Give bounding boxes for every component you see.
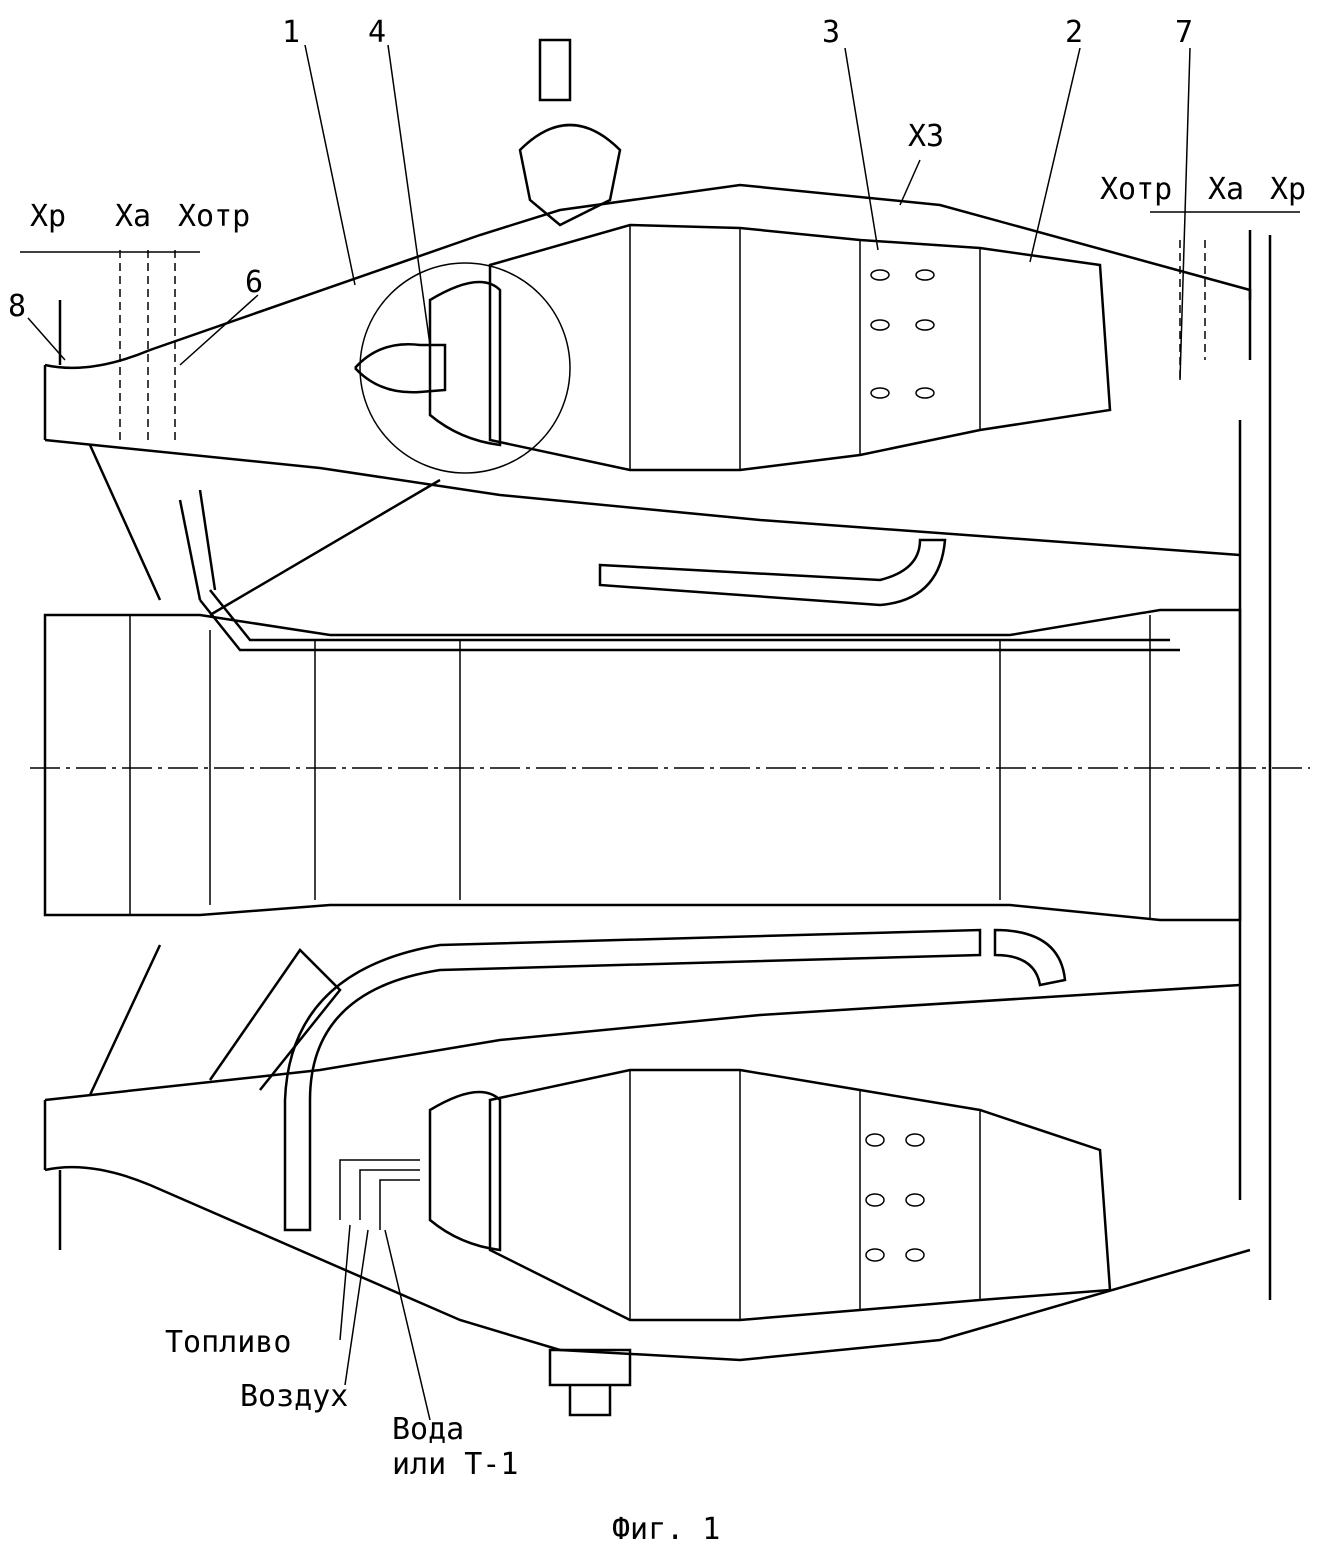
section-right-xotr: Хотр [1100,172,1173,207]
air-label: Воздух [240,1379,349,1414]
zone-label-x3: X3 [908,119,945,154]
part-number-3: 3 [822,15,841,50]
section-right-xp: Хр [1270,172,1307,207]
part-number-1: 1 [282,15,301,50]
inner-casing [43,608,1242,922]
part-number-6: 6 [245,265,264,300]
lower-fuel-pipe [283,928,982,1232]
figure-caption: Фиг. 1 [612,1512,721,1547]
water-label: Вода [392,1412,465,1447]
detail-circle [359,262,571,474]
section-right-xa: Ха [1208,172,1245,207]
part-number-4: 4 [368,15,387,50]
part-number-8: 8 [8,289,27,324]
water-alt-label: или Т-1 [392,1447,519,1482]
fuel-label: Топливо [165,1325,292,1360]
section-left-xotr: Хотр [178,199,251,234]
section-left-xa: Ха [115,199,152,234]
igniter-top [518,38,622,227]
part-number-7: 7 [1175,15,1194,50]
lower-flame-tube [488,1068,1112,1322]
upper-flame-tube [488,223,1112,472]
upper-outer-casing [44,183,1252,370]
part-number-2: 2 [1065,15,1084,50]
igniter-bottom [548,1348,632,1417]
section-left-xp: Хр [30,199,67,234]
